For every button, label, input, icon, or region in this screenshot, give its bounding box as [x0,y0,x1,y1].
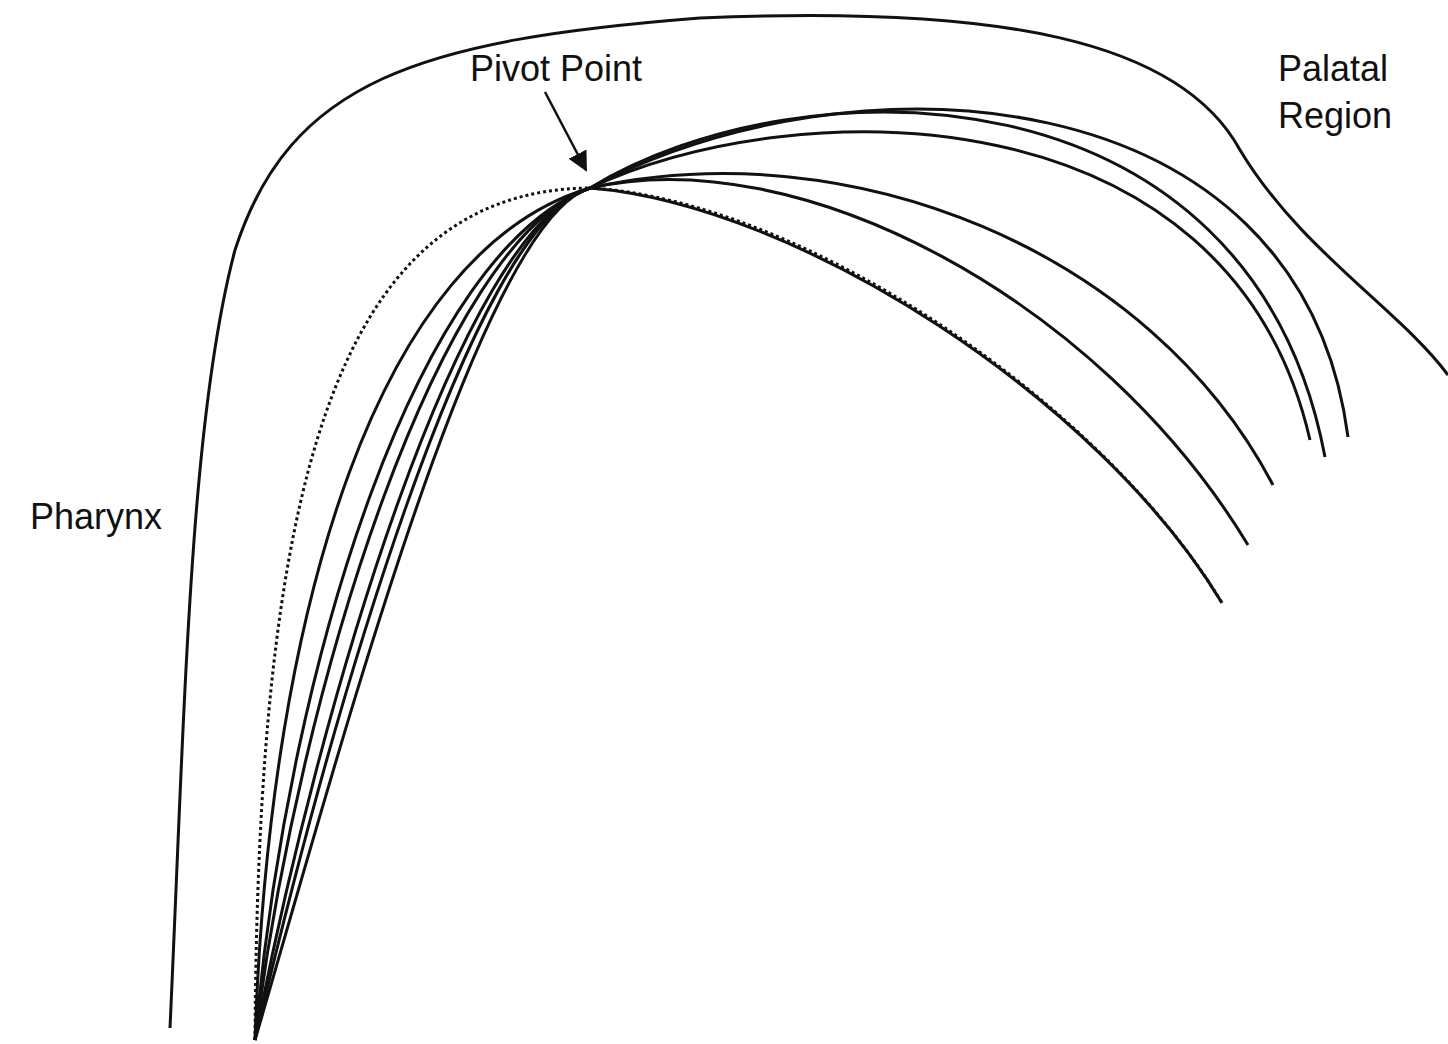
tongue-contour [255,109,1348,1040]
tongue-contour [255,188,1222,1040]
tongue-contour [255,112,1325,1040]
tongue-contour [255,132,1310,1040]
tongue-contours [255,109,1348,1040]
pivot-point-label: Pivot Point [470,46,642,93]
pivot-leader-arrow [545,92,586,170]
region-label: Pharynx [30,494,162,541]
tongue-contour [255,174,1273,1040]
tongue-contour-dotted [255,188,1222,1040]
region-label: Palatal Region [1278,46,1428,140]
tongue-contour [255,179,1248,1040]
